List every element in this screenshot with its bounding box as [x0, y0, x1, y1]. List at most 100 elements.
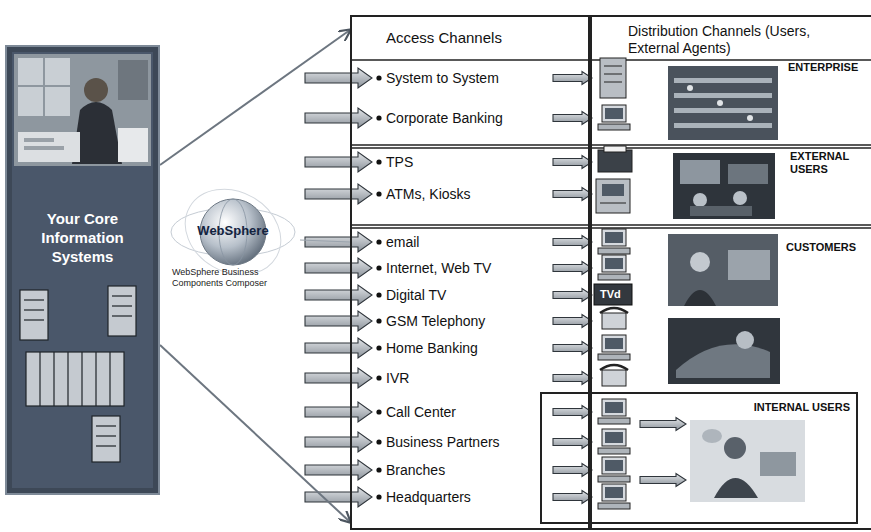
computer-icon: [598, 354, 630, 360]
office-photo: [118, 60, 148, 100]
computer-icon: [605, 432, 623, 443]
channel-arrow: [305, 108, 372, 128]
link-arrow: [553, 315, 592, 328]
channel-name: Business Partners: [386, 433, 500, 451]
customers-photo: [668, 318, 780, 384]
channel-name: Call Center: [386, 403, 456, 421]
internal-users-photo: [724, 437, 746, 459]
icon-label: TVd: [600, 287, 621, 301]
server-icons: [112, 295, 132, 296]
server-icons: [24, 319, 44, 320]
link-arrow: [553, 464, 592, 477]
server-icons: [95, 352, 96, 406]
channel-name: IVR: [386, 369, 409, 387]
customers-photo: [690, 252, 710, 272]
bullet: [376, 345, 381, 350]
server-icons: [81, 352, 82, 406]
office-photo: [18, 58, 70, 116]
link-arrow: [553, 372, 592, 385]
connector: [160, 30, 350, 165]
channel-arrow: [305, 184, 372, 204]
customers-photo: [676, 344, 770, 378]
external-users-photo: [728, 164, 768, 184]
external-users-photo: [690, 206, 752, 216]
customers-photo: [736, 331, 754, 349]
enterprise-photo: [668, 66, 778, 140]
server-icon: [604, 66, 622, 67]
grid-line: [350, 224, 871, 226]
channel-arrow: [305, 152, 372, 172]
server-icons: [112, 305, 132, 306]
link-arrow: [553, 188, 592, 201]
bullet: [376, 439, 381, 444]
computer-icon: [602, 229, 626, 246]
internal-users-photo: [702, 429, 722, 443]
computer-icon: [598, 476, 630, 482]
external-users-photo: [672, 152, 776, 220]
server-icons: [108, 286, 136, 336]
external-users-photo: [672, 152, 776, 220]
bullet: [376, 265, 381, 270]
office-photo: [14, 54, 151, 166]
computer-icon: [598, 274, 630, 280]
enterprise-photo: [747, 115, 753, 121]
link-arrow: [553, 112, 592, 125]
server-icons: [24, 299, 44, 300]
external-users-photo: [733, 191, 747, 205]
server-icons: [39, 352, 40, 406]
channel-arrow: [305, 460, 372, 480]
link-arrow: [553, 156, 592, 169]
computer-icon: [605, 232, 623, 243]
channel-arrow: [305, 285, 372, 305]
link-arrow: [553, 236, 592, 249]
bullet: [376, 292, 381, 297]
node-box: Distribution Channels (Users, External A…: [590, 15, 871, 530]
office-photo: [118, 128, 148, 162]
core-panel: [5, 45, 160, 495]
group-label: EXTERNAL USERS: [790, 150, 866, 176]
link-arrow: [553, 406, 592, 419]
atm-icon: [596, 179, 630, 213]
server-icons: [109, 352, 110, 406]
bullet: [376, 318, 381, 323]
core-panel: [5, 45, 160, 495]
computer-icon: [598, 124, 630, 130]
channel-name: System to System: [386, 69, 499, 87]
channel-arrow: [305, 311, 372, 331]
computer-icon: [602, 335, 626, 352]
terminal-icon: [598, 150, 632, 172]
external-users-photo: [693, 193, 707, 207]
node-box: INTERNAL USERS: [540, 392, 858, 524]
server-icon: [604, 74, 622, 75]
server-icons: [112, 315, 132, 316]
enterprise-photo: [674, 93, 772, 98]
bullet: [376, 191, 381, 196]
server-icons: [20, 286, 136, 462]
enterprise-photo: [674, 108, 772, 113]
bullet: [376, 375, 381, 380]
bullet: [376, 409, 381, 414]
computer-icon: [602, 399, 626, 416]
group-label: ENTERPRISE: [788, 60, 858, 74]
customers-photo: [668, 234, 780, 384]
channel-name: Digital TV: [386, 286, 446, 304]
bullet: [376, 75, 381, 80]
bullet: [376, 467, 381, 472]
computer-icon: [602, 105, 626, 122]
channel-name: GSM Telephony: [386, 312, 485, 330]
customers-photo: [684, 290, 716, 306]
server-icons: [20, 290, 48, 340]
computer-icon: [605, 402, 623, 413]
customers-photo: [728, 250, 770, 280]
atm-icon: [602, 184, 624, 196]
computer-icon: [605, 338, 623, 349]
enterprise-photo: [674, 123, 772, 128]
channel-name: TPS: [386, 153, 413, 171]
link-arrow: [553, 289, 592, 302]
office-photo: [84, 78, 108, 102]
bullet: [376, 239, 381, 244]
phone-icon: [602, 313, 626, 329]
channel-arrow: [305, 338, 372, 358]
tv-icon: [594, 284, 632, 305]
bullet: [376, 115, 381, 120]
